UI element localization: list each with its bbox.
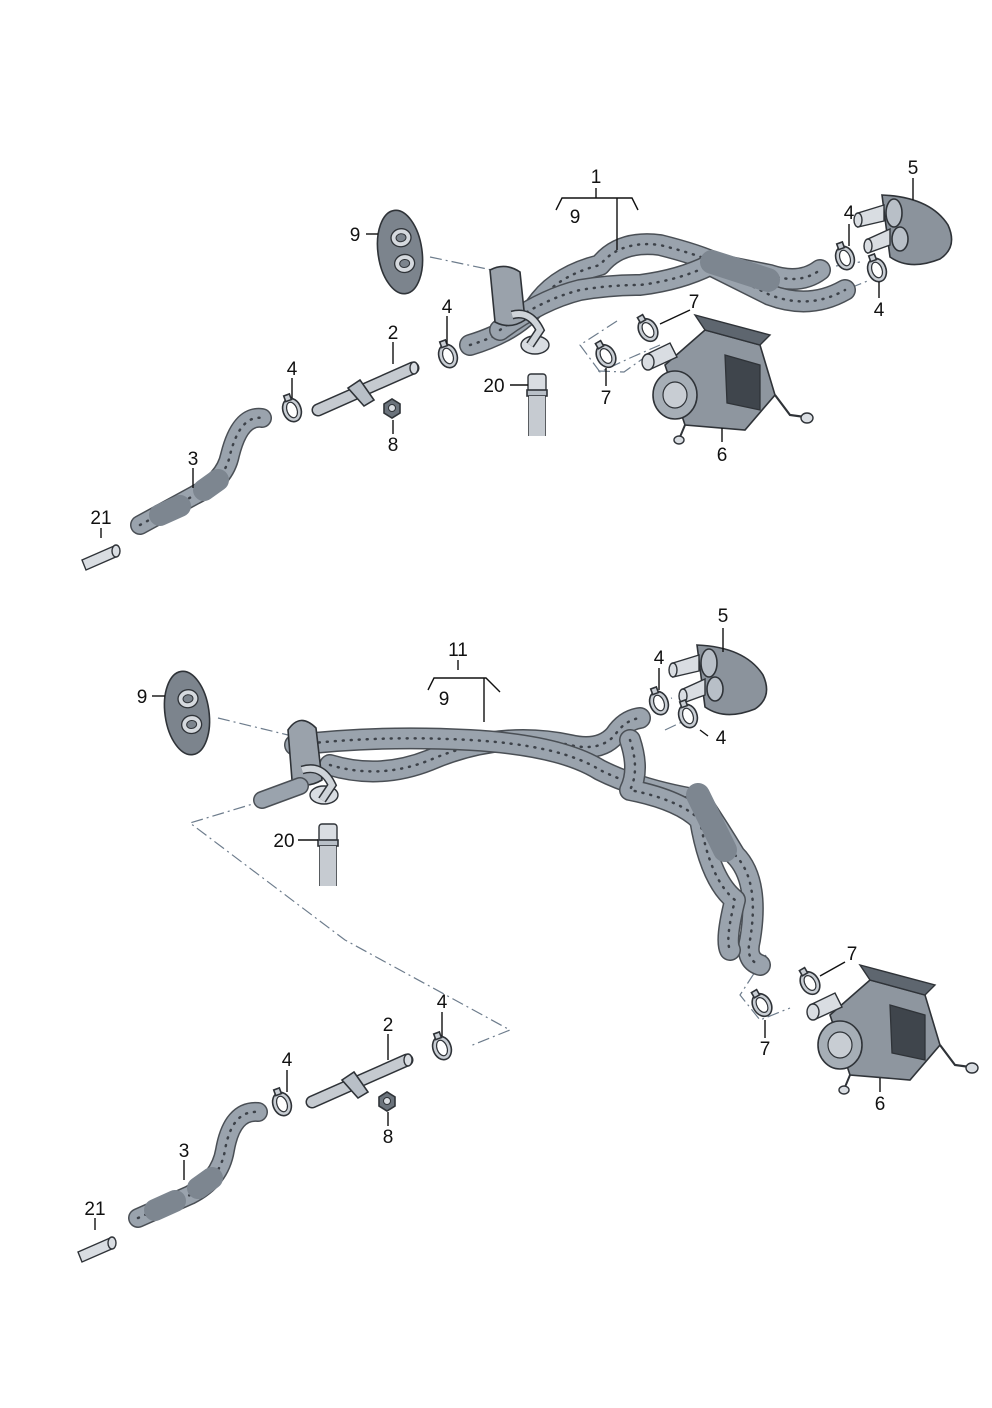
water-pump-6 (640, 313, 815, 446)
callout-5: 5 (718, 606, 729, 627)
callout-5: 5 (908, 158, 919, 179)
hose-3 (128, 1101, 268, 1228)
callout-9-sub: 9 (570, 207, 581, 228)
callout-4-b: 4 (716, 728, 727, 749)
pipe-2 (318, 362, 418, 410)
callout-4-d: 4 (287, 359, 298, 380)
callout-7-b: 7 (601, 388, 612, 409)
bottom-assembly: 11 9 9 5 4 4 7 7 6 20 4 2 8 4 3 21 (77, 606, 980, 1263)
clamp-4-bottom-right-b (673, 697, 702, 732)
callout-9: 9 (137, 687, 148, 708)
bolt-8 (383, 398, 401, 419)
callout-21: 21 (84, 1199, 105, 1220)
clamp-7-top-a (631, 310, 663, 346)
callout-11: 11 (448, 640, 468, 661)
callout-20: 20 (483, 376, 504, 397)
hose-3 (130, 407, 272, 535)
callout-6: 6 (875, 1094, 886, 1115)
connector-21 (81, 544, 121, 571)
bolt-8 (378, 1091, 396, 1112)
callout-4-a: 4 (654, 648, 665, 669)
callout-4-d: 4 (282, 1050, 293, 1071)
connector-20 (526, 373, 548, 437)
clamp-4-top-right-a (830, 239, 859, 274)
callout-1: 1 (591, 167, 602, 188)
grommet-9 (371, 206, 429, 298)
connector-21 (77, 1236, 117, 1263)
hose-assembly-1 (459, 233, 856, 356)
callout-20: 20 (273, 831, 294, 852)
callout-21: 21 (90, 508, 111, 529)
callout-3: 3 (188, 449, 199, 470)
callout-9: 9 (350, 225, 361, 246)
callout-2: 2 (388, 323, 399, 344)
top-assembly: 1 9 9 5 4 4 7 7 6 20 4 2 8 4 3 21 (81, 158, 953, 571)
callout-4-c: 4 (437, 992, 448, 1013)
callout-4-a: 4 (844, 203, 855, 224)
callout-4-b: 4 (874, 300, 885, 321)
callout-7-b: 7 (760, 1039, 771, 1060)
clamp-4-bottom-left (267, 1085, 296, 1120)
callout-8: 8 (383, 1127, 394, 1148)
hose-mount-bracket (287, 719, 323, 786)
callout-2: 2 (383, 1015, 394, 1036)
callout-7-a: 7 (689, 292, 700, 313)
callout-3: 3 (179, 1141, 190, 1162)
flange-5 (853, 194, 953, 266)
hose-assembly-11 (253, 707, 771, 976)
clamp-7-top-b (589, 336, 621, 372)
callout-9-sub: 9 (439, 689, 450, 710)
grommet-9 (158, 667, 216, 759)
clamp-4-top-right-b (862, 251, 891, 286)
callout-4-c: 4 (442, 297, 453, 318)
callout-6: 6 (717, 445, 728, 466)
clamp-7-bottom-a (793, 963, 825, 999)
pipe-2 (312, 1054, 412, 1102)
water-pump-6 (805, 963, 980, 1096)
connector-20 (317, 823, 339, 887)
callout-7-a: 7 (847, 944, 858, 965)
callout-8: 8 (388, 435, 399, 456)
